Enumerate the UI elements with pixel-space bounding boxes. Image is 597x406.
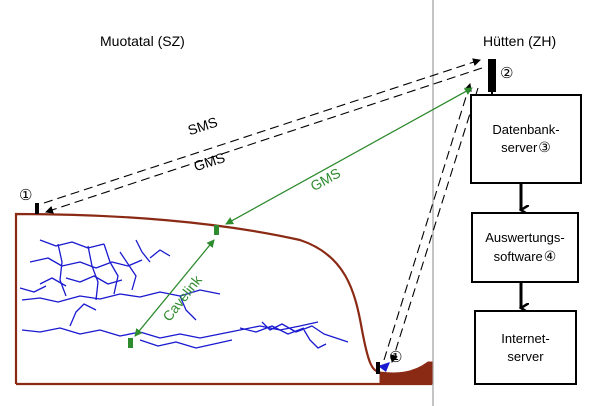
station-marker-right: ② [500, 65, 514, 82]
evaluation-software-box: Auswertungs- software④ [471, 212, 579, 283]
sms-link [43, 58, 481, 204]
database-server-line2: server [501, 140, 538, 156]
gms-black-link [45, 67, 483, 214]
water-inflow-marker [378, 362, 390, 372]
terrain-profile [14, 212, 381, 384]
cavelink-link-down [134, 239, 215, 337]
database-server-number: ③ [538, 139, 551, 156]
cavelink-station-surface [214, 225, 219, 235]
database-server-box: Datenbank- server③ [470, 94, 582, 184]
cave-network [19, 239, 349, 349]
station-marker-bottom: ① [389, 349, 403, 366]
station-marker-top-left: ① [19, 187, 33, 204]
bottom-uplink [383, 83, 472, 361]
cavelink-station-cave [128, 338, 133, 348]
database-server-line1: Datenbank- [492, 121, 560, 137]
evaluation-software-line2: software [493, 248, 543, 264]
spring-water [379, 361, 433, 385]
bottom-downlink [390, 87, 479, 363]
station-antenna-right [488, 59, 496, 92]
internet-server-line1: Internet- [501, 330, 550, 346]
internet-server-line2: server [507, 348, 544, 364]
gms-green-link-down [225, 87, 473, 225]
region-label-right: Hütten (ZH) [483, 33, 557, 49]
region-label-left: Muotatal (SZ) [100, 33, 185, 49]
station-pole-left [35, 203, 39, 214]
internet-server-box: Internet- server [474, 310, 577, 385]
station-pole-bottom [376, 362, 380, 374]
evaluation-software-number: ④ [543, 247, 557, 264]
evaluation-software-line1: Auswertungs- [485, 230, 565, 246]
